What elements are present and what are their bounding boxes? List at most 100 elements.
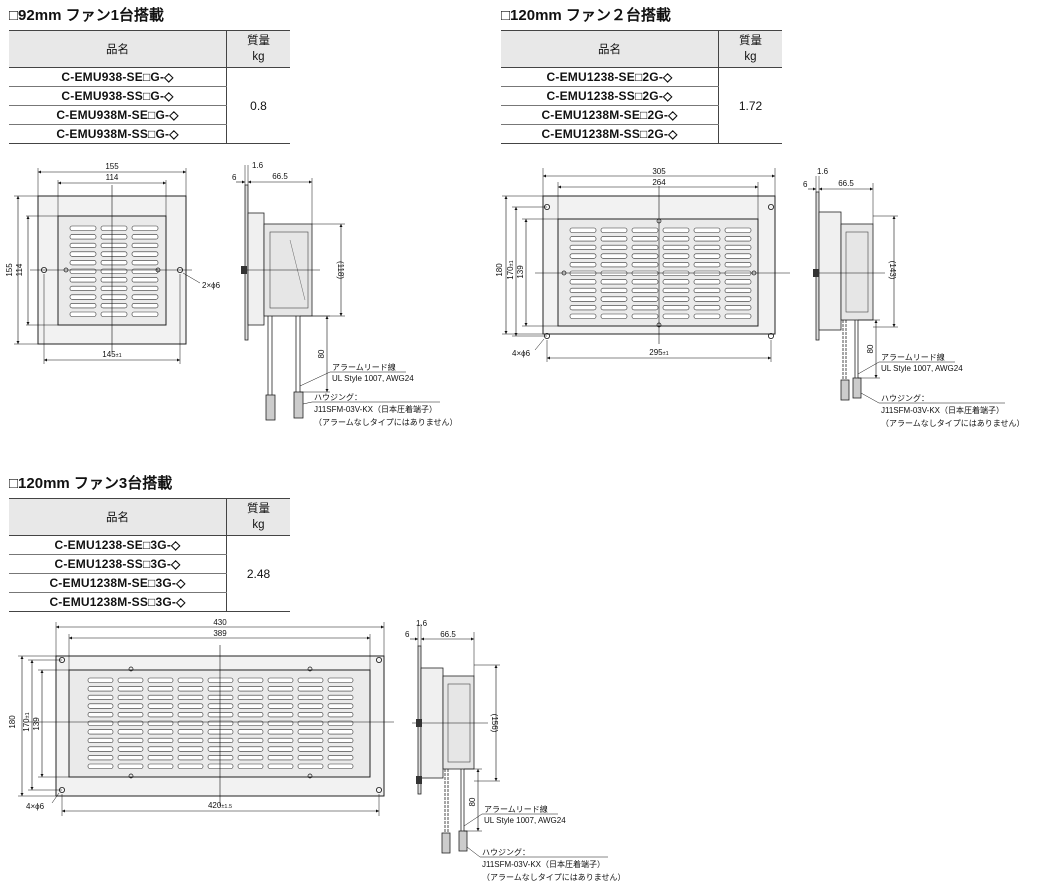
louver-slot bbox=[297, 737, 324, 744]
dim-holes: 2×ϕ6 bbox=[202, 281, 221, 290]
louver-slot bbox=[662, 296, 690, 302]
louver-slot bbox=[147, 686, 174, 692]
model-name: C-EMU1238M-SE□3G-◇ bbox=[9, 573, 227, 593]
louver-slot bbox=[117, 720, 144, 726]
louver-slot bbox=[631, 253, 659, 259]
dim-louver-width: 389 bbox=[213, 629, 227, 638]
louver-slot bbox=[87, 763, 114, 769]
louver-slot bbox=[147, 763, 174, 769]
louver-slot bbox=[693, 227, 721, 233]
louver-slot bbox=[631, 305, 659, 311]
louver-slot bbox=[631, 236, 659, 242]
model-name: C-EMU1238-SE□2G-◇ bbox=[501, 67, 719, 87]
header-mass-label: 質量 bbox=[247, 35, 270, 47]
louver-slot bbox=[207, 686, 234, 692]
louver-slot bbox=[600, 313, 628, 319]
louver-slot bbox=[569, 279, 597, 285]
louver-slot bbox=[631, 296, 659, 302]
louver-slot bbox=[267, 694, 294, 701]
dim-flange: 6 bbox=[405, 630, 410, 639]
dim-hole-pitch: 295±1 bbox=[649, 348, 668, 357]
louver-slot bbox=[207, 755, 234, 761]
louver-slot bbox=[267, 712, 294, 718]
louver-slot bbox=[600, 279, 628, 285]
louver-slot bbox=[327, 686, 354, 692]
side-view-92mm: 1.6 66.5 6 (118) 80 アラームリード線 UL Style 10… bbox=[232, 161, 458, 427]
louver-slot bbox=[724, 262, 752, 268]
dim-hole-vertical: 170±1 bbox=[506, 260, 515, 279]
dim-hole-pitch: 420±1.5 bbox=[208, 801, 232, 810]
louver-slot bbox=[267, 755, 294, 761]
louver-slot bbox=[724, 279, 752, 285]
louver-slot bbox=[600, 262, 628, 268]
louver-slot bbox=[117, 763, 144, 769]
side-view-120mm-2: 1.6 66.5 6 (143) 80 アラームリード線 UL Style 10… bbox=[803, 167, 1025, 428]
louver-slot bbox=[724, 296, 752, 302]
header-name: 品名 bbox=[9, 498, 227, 536]
model-name: C-EMU938-SS□G-◇ bbox=[9, 86, 227, 106]
note-ul-style: UL Style 1007, AWG24 bbox=[881, 364, 963, 373]
louver-slot bbox=[327, 720, 354, 726]
louver-slot bbox=[207, 677, 234, 683]
louver-slot bbox=[267, 729, 294, 735]
louver-slot bbox=[87, 677, 114, 683]
section-title-120mm-2: □120mm ファン２台搭載 bbox=[501, 7, 671, 24]
louver-slot bbox=[207, 703, 234, 709]
table-row: C-EMU1238-SS□3G-◇ bbox=[9, 554, 290, 574]
louver-slot bbox=[177, 755, 204, 761]
front-view-120mm-2: 305 264 180 170±1 139 295±1 4×ϕ6 bbox=[495, 167, 790, 362]
louver-slot bbox=[177, 694, 204, 701]
table-row: C-EMU1238-SE□3G-◇2.48 bbox=[9, 535, 290, 612]
louver-slot bbox=[100, 311, 128, 317]
note-alarm-lead: アラームリード線 bbox=[484, 804, 548, 814]
louver-slot bbox=[117, 703, 144, 709]
louver-slot bbox=[237, 763, 264, 769]
dim-louver-height: 139 bbox=[32, 717, 41, 731]
louver-slot bbox=[569, 253, 597, 259]
louver-slot bbox=[131, 242, 159, 248]
louver-slot bbox=[297, 686, 324, 692]
louver-slot bbox=[147, 677, 174, 683]
louver-slot bbox=[131, 277, 159, 283]
louver-slot bbox=[207, 712, 234, 718]
louver-slot bbox=[267, 763, 294, 769]
louver-slot bbox=[147, 746, 174, 752]
louver-slot bbox=[207, 720, 234, 726]
louver-slot bbox=[87, 720, 114, 726]
mass-value: 2.48 bbox=[226, 535, 290, 612]
louver-slot bbox=[569, 296, 597, 302]
louver-slot bbox=[100, 268, 128, 274]
louver-slot bbox=[267, 677, 294, 683]
louver-slot bbox=[662, 287, 690, 294]
note-housing-caveat: （アラームなしタイプにはありません） bbox=[482, 873, 626, 882]
louver-slot bbox=[177, 677, 204, 683]
louver-slot bbox=[631, 227, 659, 233]
louver-slot bbox=[177, 729, 204, 735]
dim-depth: 66.5 bbox=[838, 179, 854, 188]
note-housing-part: J11SFM-03V-KX（日本圧着端子） bbox=[881, 405, 1004, 415]
louver-slot bbox=[297, 720, 324, 726]
louver-slot bbox=[724, 227, 752, 233]
louver-slot bbox=[237, 677, 264, 683]
louver-slot bbox=[327, 729, 354, 735]
louver-slot bbox=[69, 260, 97, 266]
dim-flange: 6 bbox=[232, 173, 237, 182]
model-name: C-EMU1238M-SS□3G-◇ bbox=[9, 592, 227, 612]
louver-slot bbox=[662, 313, 690, 319]
model-name: C-EMU1238-SE□3G-◇ bbox=[9, 535, 227, 555]
table-row: C-EMU1238M-SE□2G-◇ bbox=[501, 105, 782, 125]
dim-louver-width: 264 bbox=[652, 178, 666, 187]
louver-slot bbox=[100, 225, 128, 231]
louver-slot bbox=[87, 694, 114, 701]
louver-slot bbox=[207, 729, 234, 735]
louver-slot bbox=[147, 755, 174, 761]
side-view-120mm-3: 1.6 66.5 6 (156) 80 アラームリード線 UL Style 10… bbox=[405, 619, 626, 882]
louver-slot bbox=[724, 236, 752, 242]
table-row: C-EMU1238-SS□2G-◇ bbox=[501, 86, 782, 106]
louver-slot bbox=[87, 703, 114, 709]
louver-slot bbox=[131, 251, 159, 257]
louver-slot bbox=[297, 746, 324, 752]
louver-slot bbox=[237, 703, 264, 709]
